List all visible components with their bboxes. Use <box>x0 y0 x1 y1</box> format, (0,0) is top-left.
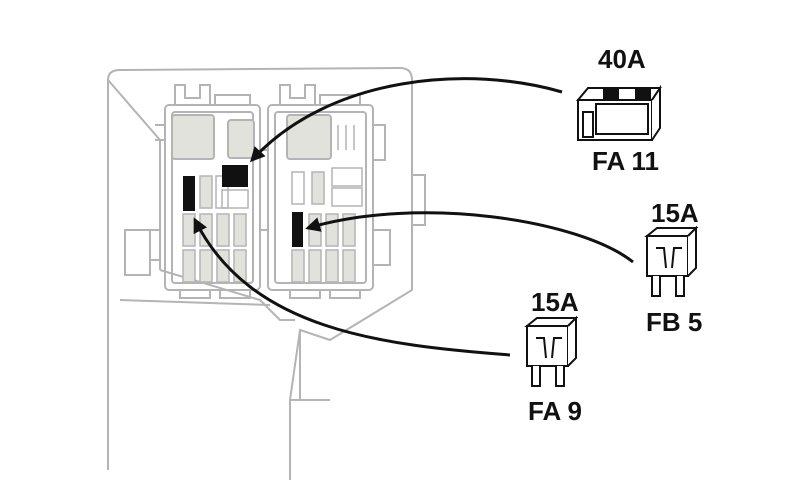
right-fuse-module <box>260 84 391 299</box>
fb5-position-label: FB 5 <box>646 307 703 337</box>
fa11-amperage-label: 40A <box>598 44 646 74</box>
relay-blocks <box>171 114 332 160</box>
fuse-box-housing <box>107 66 426 480</box>
arrow-fa9 <box>193 217 511 357</box>
fb5-amperage-label: 15A <box>651 198 699 228</box>
right-fuse-slots <box>291 125 363 207</box>
fuse-fb5-slot <box>292 212 303 247</box>
left-fuse-module <box>124 84 261 299</box>
fa9-amperage-label: 15A <box>531 287 579 317</box>
maxi-fuse-icon <box>575 84 662 141</box>
fuse-fa11-slot <box>222 165 248 187</box>
arrow-fa11 <box>249 77 563 163</box>
fuse-fa9-slot <box>183 176 195 211</box>
fa11-position-label: FA 11 <box>592 146 659 176</box>
left-mini-fuses <box>182 175 247 283</box>
right-mini-fuses <box>291 171 356 283</box>
arrow-fb5 <box>305 211 634 264</box>
mini-fuse-icon-fb5 <box>644 225 699 297</box>
mini-fuse-icon-fa9 <box>524 315 579 387</box>
fa9-position-label: FA 9 <box>528 396 582 426</box>
